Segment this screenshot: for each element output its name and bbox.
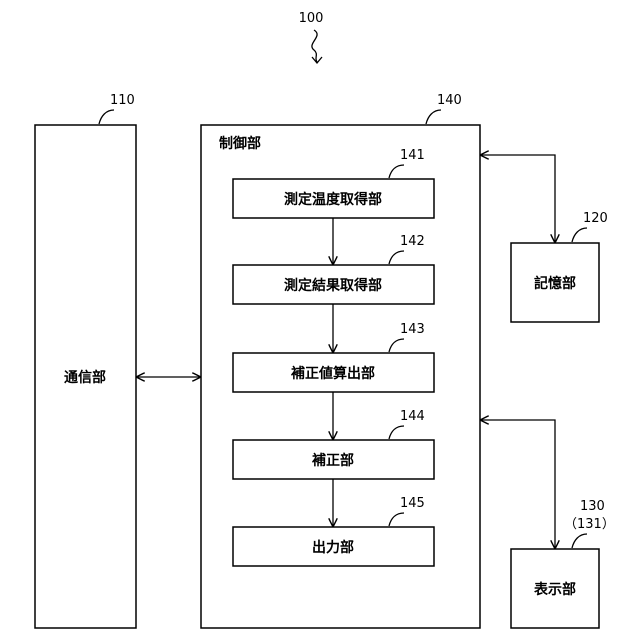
storage-unit-leader [572,228,587,242]
figure-ref: 100 [299,11,324,26]
unit-141-label: 測定温度取得部 [284,191,382,208]
control-unit-ref: 140 [437,93,462,108]
communication-unit-leader [99,110,114,124]
unit-144-ref: 144 [400,409,425,424]
control-unit-label: 制御部 [219,135,261,152]
display-unit-ref: 130 [580,499,605,514]
control-unit-leader [426,110,441,124]
unit-142-ref: 142 [400,234,425,249]
unit-142-label: 測定結果取得部 [284,277,382,294]
unit-143-ref: 143 [400,322,425,337]
storage-unit-label: 記憶部 [534,275,576,292]
unit-143-label: 補正値算出部 [290,365,375,382]
connector-control-display [481,420,555,548]
communication-unit-ref: 110 [110,93,135,108]
connector-control-storage [481,155,555,242]
unit-144-label: 補正部 [311,452,354,469]
display-unit-subref: （131） [564,517,615,532]
unit-141-ref: 141 [400,148,425,163]
unit-145-ref: 145 [400,496,425,511]
storage-unit-ref: 120 [583,211,608,226]
unit-145-label: 出力部 [312,539,354,556]
display-unit-label: 表示部 [533,581,576,598]
communication-unit-label: 通信部 [64,369,106,386]
figure-ref-arrowhead [312,57,322,63]
display-unit-leader [572,534,587,548]
